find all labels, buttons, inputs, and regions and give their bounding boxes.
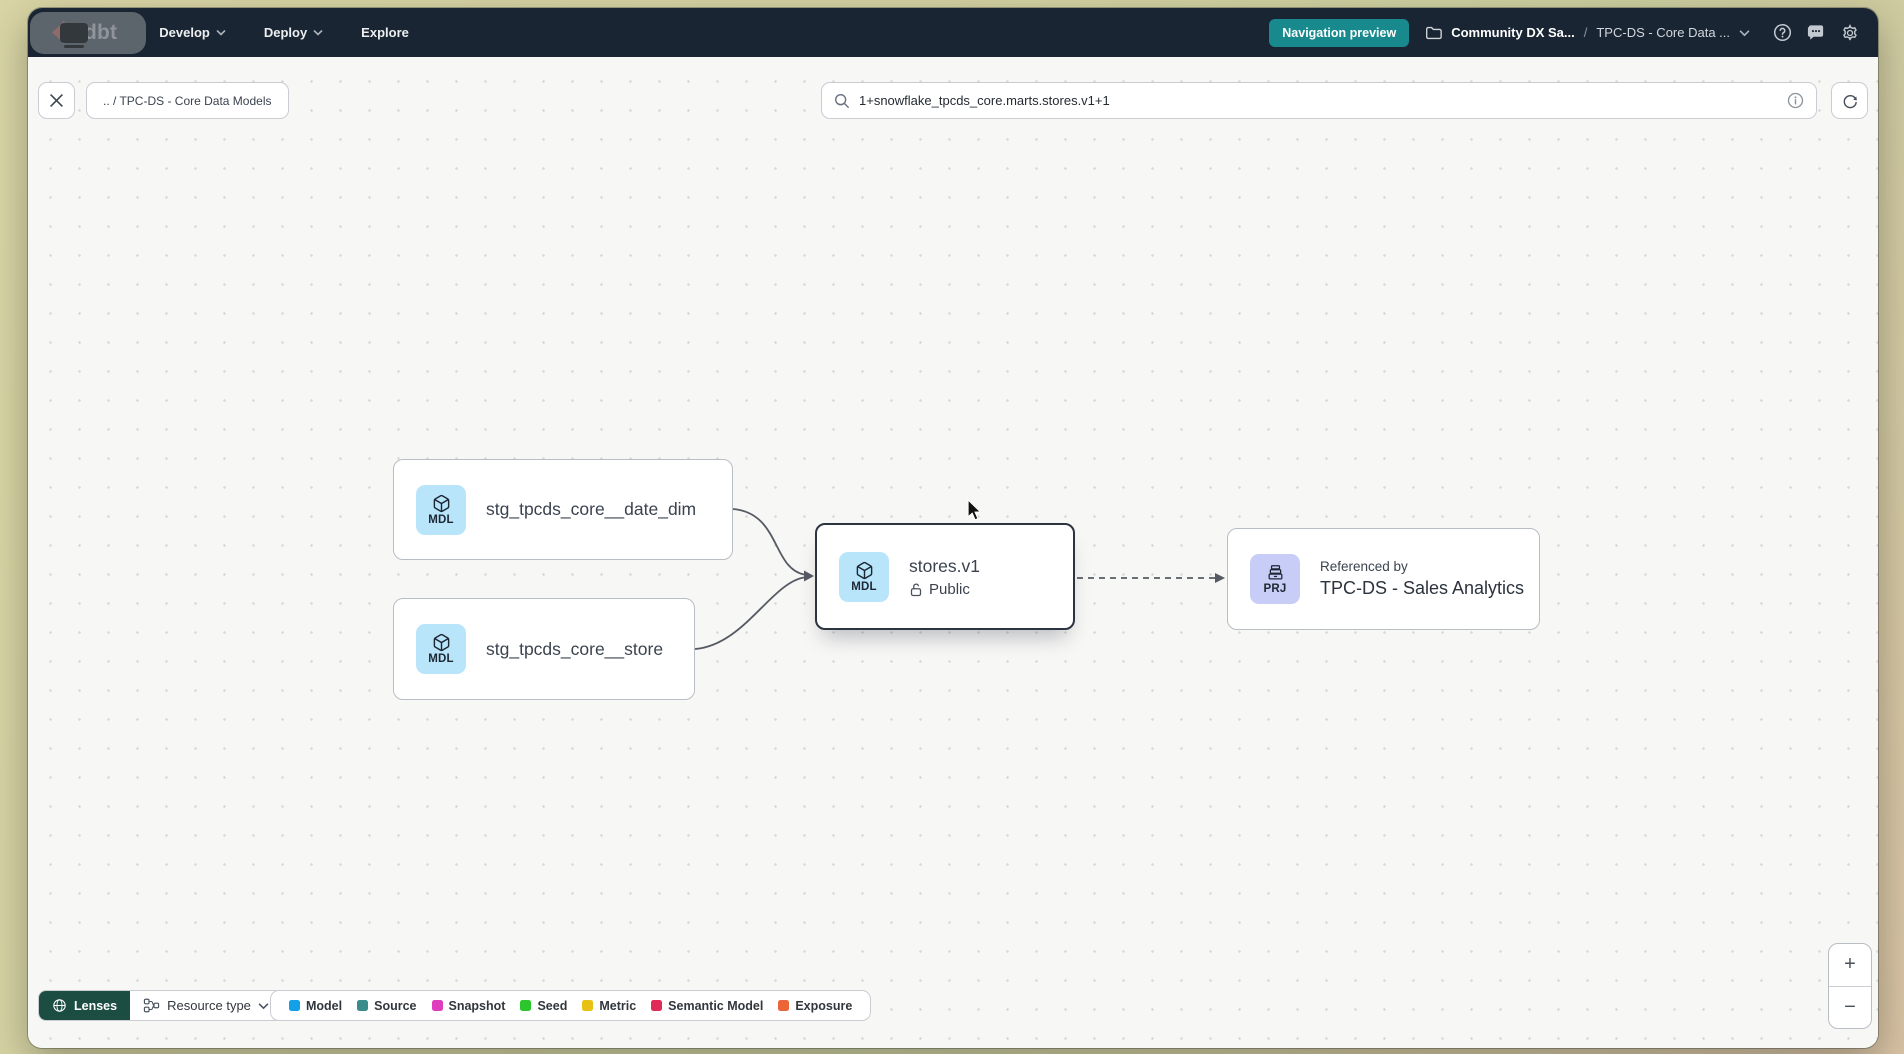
- top-navbar: dbt Develop Deploy Explore Navigation pr…: [28, 8, 1878, 57]
- legend-model: Model: [289, 999, 342, 1013]
- screen-indicator: [30, 12, 146, 54]
- model-badge: MDL: [839, 551, 889, 602]
- legend-seed: Seed: [520, 999, 567, 1013]
- cube-icon: [433, 494, 449, 512]
- access-label: Public: [929, 580, 970, 598]
- menu-develop[interactable]: Develop: [159, 25, 226, 40]
- zoom-out-button[interactable]: −: [1844, 995, 1856, 1018]
- lenses-button[interactable]: Lenses: [39, 991, 131, 1020]
- node-label: TPC-DS - Sales Analytics: [1320, 578, 1525, 598]
- help-icon[interactable]: [1772, 23, 1792, 43]
- lens-globe-icon: [53, 999, 66, 1012]
- breadcrumb-separator: /: [1583, 25, 1588, 40]
- cube-icon: [856, 561, 872, 579]
- exposure-swatch: [778, 1000, 790, 1011]
- refresh-button[interactable]: [1831, 82, 1868, 119]
- folder-icon: [1426, 26, 1443, 40]
- node-text: stores.v1 Public: [909, 556, 980, 598]
- lineage-search[interactable]: 1+snowflake_tpcds_core.marts.stores.v1+1: [821, 82, 1817, 119]
- node-text: Referenced by TPC-DS - Sales Analytics: [1320, 559, 1524, 599]
- chevron-down-icon: [313, 29, 323, 36]
- breadcrumb-project[interactable]: Community DX Sa...: [1451, 25, 1575, 40]
- feedback-icon[interactable]: [1806, 23, 1826, 43]
- archive-stack-icon: [1268, 565, 1282, 580]
- node-stores-v1[interactable]: MDL stores.v1 Public: [815, 523, 1075, 630]
- main-menu: Develop Deploy Explore: [159, 25, 409, 40]
- search-icon: [834, 93, 849, 108]
- model-swatch: [289, 1000, 300, 1011]
- menu-explore[interactable]: Explore: [361, 25, 409, 40]
- screen-icon: [60, 23, 88, 48]
- menu-deploy[interactable]: Deploy: [264, 25, 323, 40]
- close-icon: [50, 94, 63, 107]
- resource-type-dropdown[interactable]: Resource type: [130, 991, 282, 1020]
- legend-metric: Metric: [582, 999, 636, 1013]
- navbar-icons: [1772, 23, 1860, 43]
- legend-exposure: Exposure: [778, 999, 852, 1013]
- node-label: stg_tpcds_core__date_dim: [486, 499, 697, 519]
- chevron-down-icon: [216, 29, 226, 36]
- node-label: stores.v1: [909, 555, 980, 576]
- breadcrumb: Community DX Sa... / TPC-DS - Core Data …: [1425, 25, 1750, 40]
- lineage-breadcrumb-chip[interactable]: .. / TPC-DS - Core Data Models: [86, 82, 289, 119]
- model-badge: MDL: [416, 624, 466, 674]
- snapshot-swatch: [431, 1000, 443, 1011]
- seed-swatch: [520, 1000, 532, 1011]
- cube-icon: [433, 633, 449, 652]
- chevron-down-icon[interactable]: [1739, 29, 1750, 37]
- access-row: Public: [909, 581, 980, 598]
- node-stg-tpcds-core-date-dim[interactable]: MDL stg_tpcds_core__date_dim: [393, 459, 733, 560]
- zoom-controls: + −: [1828, 943, 1872, 1029]
- breadcrumb-page[interactable]: TPC-DS - Core Data ...: [1596, 25, 1730, 40]
- info-icon[interactable]: [1787, 92, 1804, 109]
- resource-legend: Model Source Snapshot Seed Metric Semant…: [270, 990, 872, 1021]
- app-window: dbt Develop Deploy Explore Navigation pr…: [28, 8, 1878, 1048]
- project-badge: PRJ: [1250, 554, 1300, 604]
- refresh-icon: [1843, 94, 1857, 108]
- close-button[interactable]: [38, 82, 75, 119]
- zoom-in-button[interactable]: +: [1829, 944, 1871, 987]
- model-badge: MDL: [416, 484, 466, 535]
- navbar-right: Navigation preview Community DX Sa... / …: [1269, 18, 1860, 47]
- source-swatch: [357, 1000, 369, 1011]
- settings-gear-icon[interactable]: [1840, 23, 1860, 43]
- legend-semantic-model: Semantic Model: [651, 999, 763, 1013]
- lenses-control: Lenses Resource type: [38, 990, 283, 1021]
- node-tpcds-sales-analytics[interactable]: PRJ Referenced by TPC-DS - Sales Analyti…: [1227, 528, 1540, 630]
- chevron-down-icon: [258, 1002, 269, 1009]
- semantic-model-swatch: [651, 1000, 663, 1011]
- navigation-preview-badge[interactable]: Navigation preview: [1269, 18, 1410, 47]
- referenced-by-label: Referenced by: [1320, 559, 1408, 574]
- legend-source: Source: [357, 999, 417, 1013]
- search-input[interactable]: 1+snowflake_tpcds_core.marts.stores.v1+1: [859, 93, 1110, 108]
- metric-swatch: [582, 1000, 594, 1011]
- node-label: stg_tpcds_core__store: [486, 638, 664, 659]
- unlock-icon: [910, 583, 922, 596]
- legend-snapshot: Snapshot: [431, 999, 505, 1013]
- resource-type-icon: [143, 998, 160, 1013]
- node-stg-tpcds-core-store[interactable]: MDL stg_tpcds_core__store: [393, 598, 695, 700]
